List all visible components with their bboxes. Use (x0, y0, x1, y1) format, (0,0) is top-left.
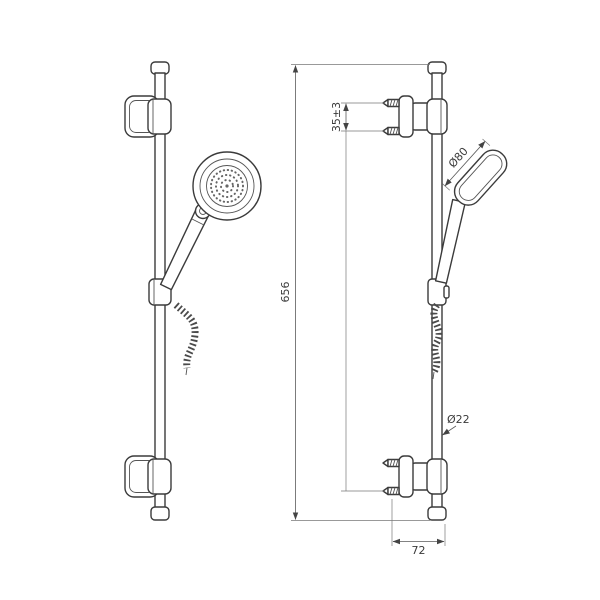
front-handle-grip-line (191, 218, 205, 226)
bar-diameter-label: Ø22 (447, 413, 470, 426)
side-top-bracket (382, 95, 448, 138)
front-hose-end (185, 367, 188, 376)
head-dim-extension-left (442, 183, 451, 191)
mounting-screw-bottom-1 (382, 458, 400, 468)
dim-overall-height: 656 (279, 64, 430, 521)
dimensions: 656 35±3 Ø22 72 (279, 64, 470, 557)
side-hose (430, 302, 443, 374)
spray-ring-inner (220, 179, 234, 193)
side-bottom-bracket (382, 455, 448, 498)
dim-bar-diameter: Ø22 (442, 413, 470, 436)
spray-center-dot (225, 184, 229, 188)
spray-ring-middle (215, 174, 239, 198)
head-dim-extension-right (482, 138, 491, 146)
side-bar-top-cap (427, 61, 447, 75)
screw-spacing-label: 35±3 (330, 102, 343, 132)
mounting-screw-top-1 (382, 98, 400, 108)
front-shower-head (192, 151, 262, 221)
dim-wall-offset: 72 (391, 499, 446, 557)
side-hose-end (432, 371, 435, 380)
front-top-bracket (124, 95, 172, 138)
wall-offset-label: 72 (412, 544, 426, 557)
spray-ring-outer (210, 169, 244, 203)
mounting-screw-bottom-2 (382, 486, 400, 496)
front-view (124, 61, 262, 521)
side-view: Ø80 (382, 61, 508, 521)
front-bottom-bracket (124, 455, 172, 498)
side-slider-holder (427, 278, 450, 306)
side-bar-bottom-cap (427, 506, 447, 521)
head-diameter-dim-line (444, 141, 486, 187)
dim-screw-spacing: 35±3 (330, 102, 384, 492)
front-bar-top-cap (150, 61, 170, 75)
front-bar-bottom-cap (150, 506, 170, 521)
overall-height-label: 656 (279, 282, 292, 303)
mounting-screw-top-2 (382, 126, 400, 136)
side-shower-head: Ø80 (442, 138, 508, 206)
front-hose (173, 302, 199, 369)
head-diameter-label: Ø80 (446, 145, 471, 171)
front-handle (159, 207, 211, 291)
